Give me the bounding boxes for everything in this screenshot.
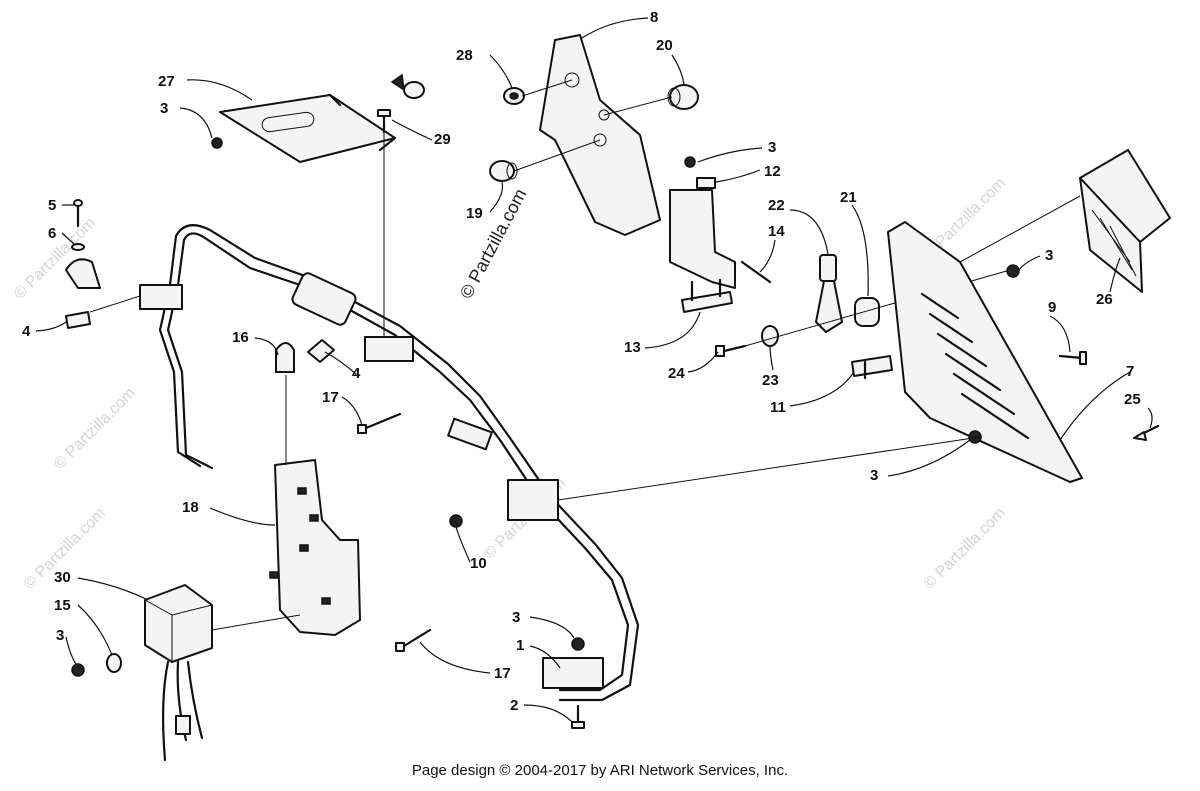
nut	[1006, 264, 1020, 278]
callout-2: 2	[510, 697, 518, 714]
part-17-pin-lower	[395, 628, 432, 652]
part-13-plate	[681, 278, 733, 313]
callout-15: 15	[54, 597, 71, 614]
part-15-washer	[106, 653, 122, 673]
callout-10: 10	[470, 555, 487, 572]
part-21-bushing	[854, 297, 880, 327]
part-11-bracket	[851, 355, 893, 380]
callout-26: 26	[1096, 291, 1113, 308]
part-16-clip	[275, 342, 295, 373]
callout-30: 30	[54, 569, 71, 586]
callout-24: 24	[668, 365, 685, 382]
callout-28: 28	[456, 47, 473, 64]
nut	[71, 663, 85, 677]
part-18-panel	[269, 459, 361, 636]
callout-3: 3	[56, 627, 64, 644]
axis-line	[959, 195, 1081, 263]
part-2-bolt	[571, 704, 585, 729]
callout-27: 27	[158, 73, 175, 90]
callout-16: 16	[232, 329, 249, 346]
callout-12: 12	[764, 163, 781, 180]
part-27-plate	[219, 93, 397, 163]
callout-3: 3	[768, 139, 776, 156]
part-20-knob	[667, 84, 699, 110]
callout-4: 4	[352, 365, 361, 382]
callout-19: 19	[466, 205, 483, 222]
part-8-bracket	[539, 34, 661, 236]
callout-6: 6	[48, 225, 56, 242]
axis-line	[557, 436, 981, 501]
part-1-bracket	[571, 637, 585, 651]
callout-11: 11	[770, 399, 786, 416]
callouts: 27 3 29 28 8 20 19 3 12 22 21 14 13 24 2…	[22, 9, 1141, 714]
nut	[968, 430, 982, 444]
part-14-pin	[740, 260, 772, 284]
watermark-main: © Partzilla.com	[456, 185, 531, 301]
callout-23: 23	[762, 372, 779, 389]
callout-18: 18	[182, 499, 199, 516]
callout-25: 25	[1124, 391, 1141, 408]
callout-1: 1	[516, 637, 524, 654]
callout-13: 13	[624, 339, 641, 356]
part-30-module	[144, 584, 213, 762]
watermark: © Partzilla.com	[921, 505, 1009, 593]
axis-line	[521, 79, 573, 97]
part-29-bolt	[377, 73, 425, 134]
callout-4: 4	[22, 323, 31, 340]
part-4-clamp-center	[307, 339, 335, 363]
callout-8: 8	[650, 9, 658, 26]
callout-29: 29	[434, 131, 451, 148]
part-22-link	[815, 254, 843, 333]
panel-louvers	[920, 292, 1030, 440]
callout-17: 17	[494, 665, 511, 682]
part-23-washer	[761, 325, 779, 347]
part-4-clamp-left	[65, 311, 91, 329]
callout-22: 22	[768, 197, 785, 214]
part-25-screw	[1133, 424, 1160, 441]
watermark: © Partzilla.com	[51, 385, 139, 473]
axis-line	[603, 96, 673, 116]
part-12-bracket	[669, 156, 736, 289]
part-19-knob	[489, 160, 518, 182]
callout-21: 21	[840, 189, 857, 206]
part-26-pad	[1079, 149, 1171, 293]
part-6-cap	[65, 243, 101, 289]
part-5-screw	[73, 199, 83, 228]
part-10-nut	[449, 514, 463, 528]
part-17-pin-upper	[357, 412, 402, 434]
callout-5: 5	[48, 197, 56, 214]
main-frame-tube	[139, 224, 640, 702]
axis-line	[211, 614, 301, 631]
callout-20: 20	[656, 37, 673, 54]
nut	[211, 137, 223, 149]
callout-3: 3	[512, 609, 520, 626]
part-9-screw	[1058, 351, 1087, 365]
axis-line	[513, 139, 601, 172]
callout-7: 7	[1126, 363, 1134, 380]
axis-line	[89, 295, 141, 313]
callout-9: 9	[1048, 299, 1056, 316]
part-24-bolt	[715, 344, 747, 357]
callout-14: 14	[768, 223, 785, 240]
callout-3: 3	[160, 100, 168, 117]
callout-3: 3	[870, 467, 878, 484]
leader-lines	[35, 17, 1153, 723]
callout-3: 3	[1045, 247, 1053, 264]
footer-copyright: Page design © 2004-2017 by ARI Network S…	[411, 762, 789, 779]
watermark-group: © Partzilla.com © Partzilla.com © Partzi…	[11, 175, 1009, 593]
part-28-bushing	[503, 87, 525, 105]
part-7-side-panel	[887, 221, 1083, 483]
callout-17: 17	[322, 389, 339, 406]
